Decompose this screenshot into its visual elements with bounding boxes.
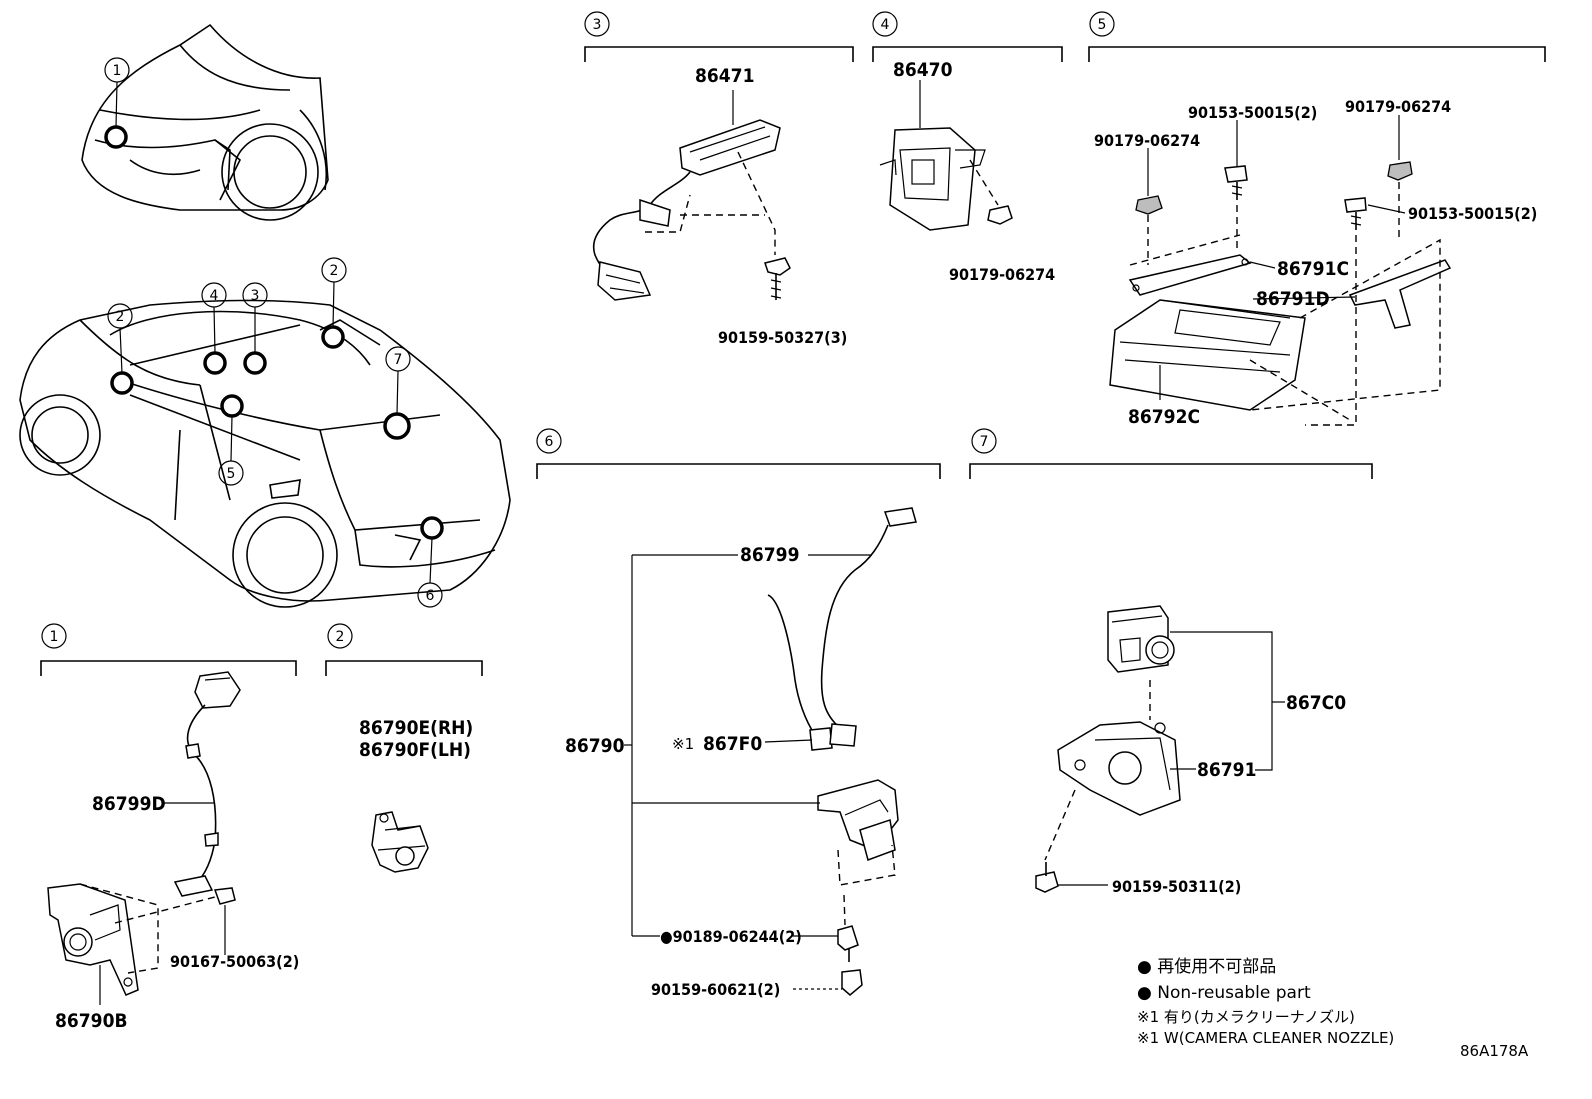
label-867C0: 867C0	[1286, 692, 1346, 714]
svg-text:2: 2	[330, 263, 339, 279]
legend-nonreusable-jp: ● 再使用不可部品	[1137, 956, 1276, 977]
section-5-header: 5	[1088, 11, 1546, 62]
section-7-parts: 867C0 86791 90159-50311(2)	[1035, 605, 1346, 896]
label-90189-06244: ●90189-06244(2)	[660, 927, 802, 946]
svg-text:3: 3	[251, 288, 260, 304]
section-3-header: 3	[584, 11, 854, 62]
label-86471: 86471	[695, 65, 754, 87]
car-callouts: 1 2 4 3 2 5 7 6	[104, 57, 443, 608]
svg-text:6: 6	[545, 434, 554, 450]
label-90159-60621: 90159-60621(2)	[651, 980, 780, 999]
car-callout-6: 6	[417, 582, 443, 608]
front-car-illustration	[81, 23, 329, 221]
car-callout-2-right: 2	[321, 257, 347, 283]
label-90167-50063: 90167-50063(2)	[170, 952, 299, 971]
label-867F0: 867F0	[703, 733, 762, 755]
label-90153-50015-a: 90153-50015(2)	[1188, 103, 1317, 122]
section-2-header: 2	[325, 623, 483, 676]
svg-text:4: 4	[881, 17, 890, 33]
section-6-header: 6	[536, 428, 941, 479]
label-86470: 86470	[893, 59, 953, 81]
label-90159-50327: 90159-50327(3)	[718, 328, 847, 347]
label-90179-06274-a: 90179-06274	[1094, 131, 1200, 150]
label-86791D: 86791D	[1256, 288, 1330, 310]
label-90159-50311: 90159-50311(2)	[1112, 877, 1241, 896]
section-7-header: 7	[969, 428, 1373, 479]
svg-text:3: 3	[593, 17, 602, 33]
label-86790F: 86790F(LH)	[359, 739, 471, 761]
callout-leaders	[115, 81, 433, 584]
svg-text:2: 2	[116, 309, 125, 325]
label-90179-06274-sec4: 90179-06274	[949, 265, 1055, 284]
label-86791: 86791	[1197, 759, 1256, 781]
svg-text:5: 5	[1098, 17, 1107, 33]
legend: ● 再使用不可部品 ● Non-reusable part ※1 有り(カメラク…	[1137, 956, 1529, 1060]
car-callout-2-left: 2	[107, 303, 133, 329]
rear-car-illustration	[19, 299, 511, 608]
section-1-parts: 86799D 90167-50063(2) 86790B	[47, 671, 299, 1032]
section-1-header: 1	[40, 623, 297, 676]
car-callout-3: 3	[242, 282, 268, 308]
legend-note-en: ※1 W(CAMERA CLEANER NOZZLE)	[1137, 1029, 1394, 1047]
svg-text:1: 1	[113, 63, 122, 79]
section-2-parts: 86790E(RH) 86790F(LH)	[359, 717, 473, 873]
label-86791C: 86791C	[1277, 258, 1349, 280]
car-callout-5: 5	[218, 460, 244, 486]
car-callout-7: 7	[385, 346, 411, 372]
label-86790: 86790	[565, 735, 625, 757]
svg-text:5: 5	[227, 466, 236, 482]
label-86792C: 86792C	[1128, 406, 1200, 428]
svg-text:2: 2	[336, 629, 345, 645]
svg-text:6: 6	[426, 588, 435, 604]
label-86790E: 86790E(RH)	[359, 717, 473, 739]
section-4-header: 4	[872, 11, 1063, 62]
section-3-parts: 86471 90159-50327(3)	[592, 65, 847, 347]
diagram-code: 86A178A	[1460, 1042, 1529, 1060]
car-callout-4: 4	[201, 282, 227, 308]
label-86790B: 86790B	[55, 1010, 128, 1032]
svg-text:4: 4	[210, 288, 219, 304]
location-markers	[104, 125, 444, 540]
label-90153-50015-b: 90153-50015(2)	[1408, 204, 1537, 223]
legend-nonreusable-en: ● Non-reusable part	[1137, 983, 1311, 1003]
section-5-parts: 90153-50015(2) 90179-06274 90179-06274 9…	[1094, 97, 1537, 428]
car-callout-1: 1	[104, 57, 130, 83]
svg-text:7: 7	[980, 434, 989, 450]
label-86799D: 86799D	[92, 793, 166, 815]
svg-text:1: 1	[50, 629, 59, 645]
svg-text:7: 7	[394, 352, 403, 368]
legend-note-jp: ※1 有り(カメラクリーナノズル)	[1137, 1008, 1355, 1026]
label-90179-06274-b: 90179-06274	[1345, 97, 1451, 116]
section-4-parts: 86470 90179-06274	[879, 59, 1055, 284]
section-6-parts: 86799 86790 ※1 867F0 ●90189-06244(2) 901…	[565, 507, 917, 999]
note-mark-867F0: ※1	[672, 735, 694, 753]
label-86799: 86799	[740, 544, 799, 566]
